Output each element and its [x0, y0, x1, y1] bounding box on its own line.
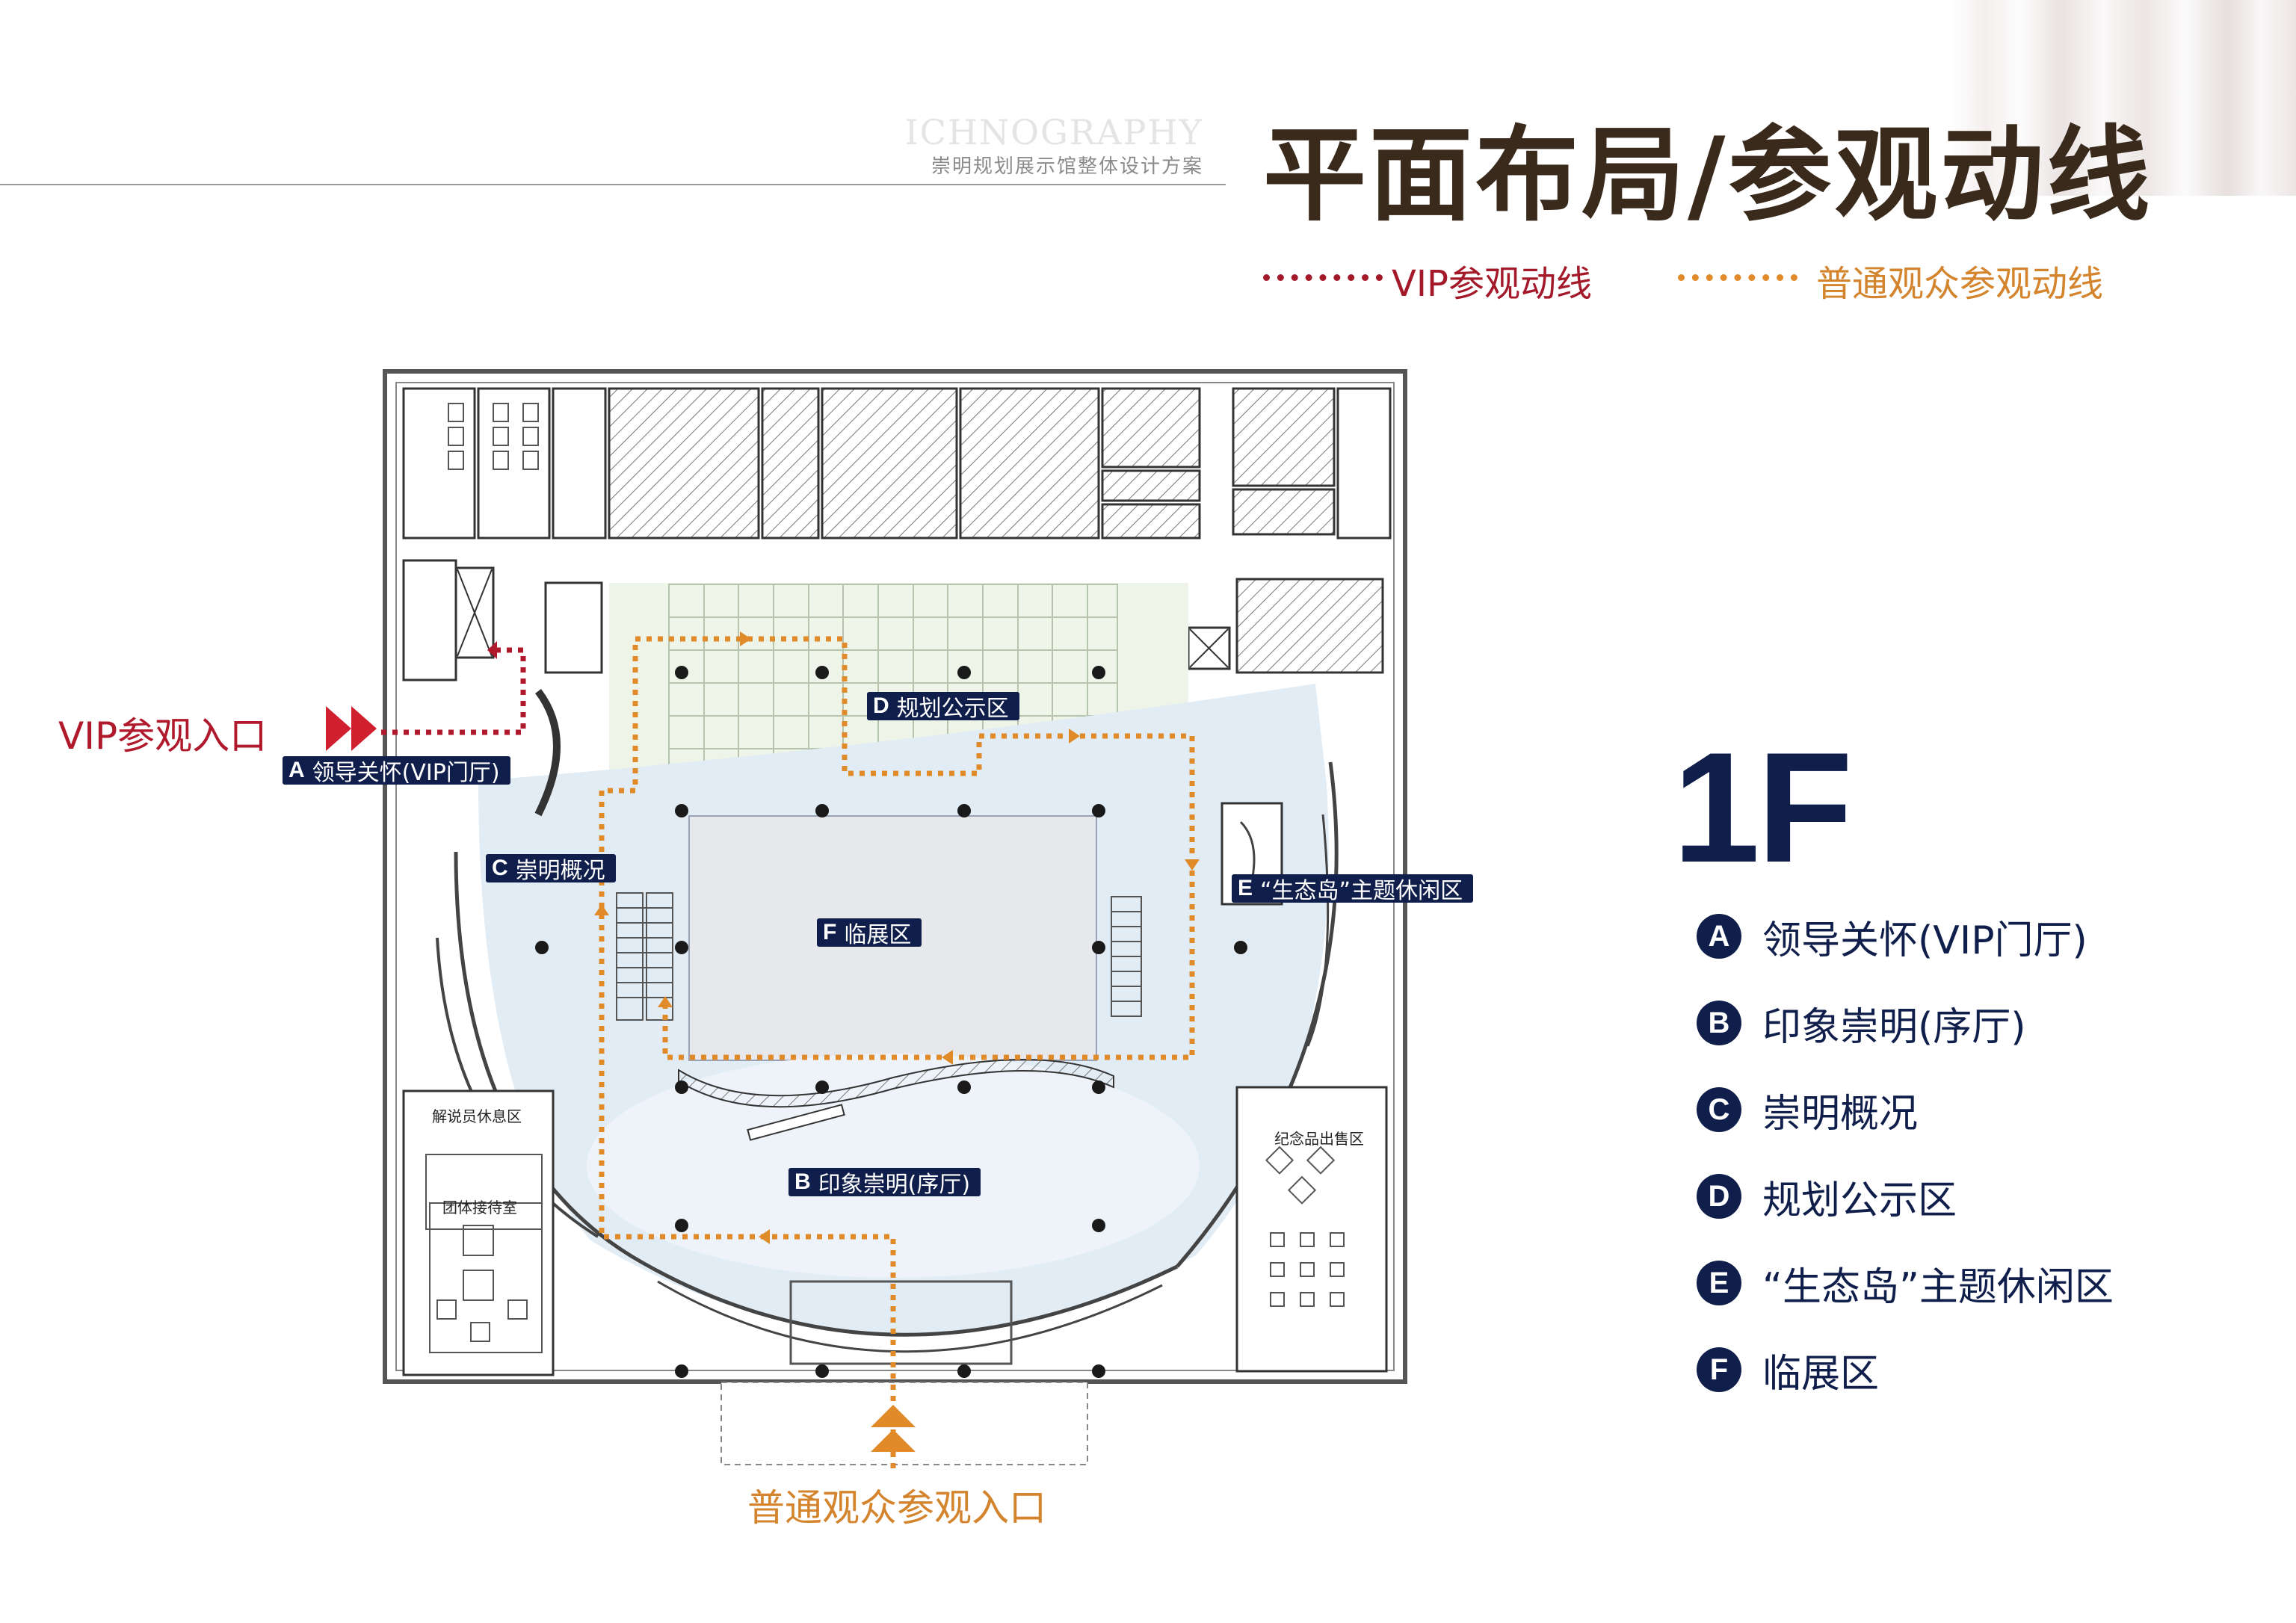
service-room	[1101, 469, 1201, 502]
key-badge: A	[1697, 914, 1741, 959]
vip-route	[381, 647, 526, 735]
key-item-e: E “生态岛”主题休闲区	[1697, 1257, 2114, 1310]
room-label-group-reception: 团体接待室	[442, 1199, 517, 1217]
watermark-text: ICHNOGRAPHY	[904, 112, 1203, 152]
key-item-c: C 崇明概况	[1697, 1083, 1919, 1137]
key-item-f: F 临展区	[1697, 1344, 1880, 1397]
east-stair	[1111, 896, 1142, 1017]
service-room	[1232, 488, 1336, 536]
legend-vip-label: VIP参观动线	[1392, 263, 1592, 305]
key-text: 崇明概况	[1762, 1091, 1919, 1137]
key-item-d: D 规划公示区	[1697, 1170, 1957, 1223]
header-rule	[0, 184, 1226, 185]
floor-label: 1F	[1673, 720, 1853, 895]
legend-general-label: 普通观众参观动线	[1816, 263, 2104, 305]
service-room	[1232, 387, 1336, 487]
key-badge: D	[1697, 1174, 1741, 1219]
service-room	[608, 387, 760, 540]
key-text: 临展区	[1762, 1351, 1880, 1397]
service-room	[1235, 578, 1384, 674]
page-title: 平面布局/参观动线	[1263, 115, 2153, 235]
key-badge: C	[1697, 1087, 1741, 1132]
service-room	[959, 387, 1100, 540]
escalators	[616, 892, 673, 1021]
curtain-decoration	[1951, 0, 2296, 196]
legend-general-line	[1678, 274, 1797, 281]
project-subtitle: 崇明规划展示馆整体设计方案	[931, 155, 1203, 178]
vip-entrance-arrow	[326, 706, 351, 751]
service-room	[821, 387, 958, 540]
general-entrance-arrow	[871, 1405, 916, 1427]
service-room	[761, 387, 820, 540]
general-entrance-label: 普通观众参观入口	[747, 1486, 1046, 1530]
room-label-souvenir: 纪念品出售区	[1274, 1130, 1364, 1148]
key-text: 规划公示区	[1762, 1178, 1957, 1223]
zone-tag-e: E“生态岛”主题休闲区	[1232, 874, 1474, 904]
service-room	[1101, 387, 1201, 469]
key-text: 印象崇明(序厅)	[1762, 1004, 2026, 1050]
key-text: 领导关怀(VIP门厅)	[1762, 918, 2087, 963]
key-item-b: B 印象崇明(序厅)	[1697, 997, 2026, 1050]
room-label-guide-lounge: 解说员休息区	[432, 1107, 522, 1125]
vip-entrance-label: VIP参观入口	[58, 714, 268, 758]
key-text: “生态岛”主题休闲区	[1762, 1264, 2114, 1310]
key-item-a: A 领导关怀(VIP门厅)	[1697, 910, 2087, 963]
key-badge: E	[1697, 1261, 1741, 1305]
service-room	[1101, 503, 1201, 540]
key-badge: F	[1697, 1347, 1741, 1392]
key-badge: B	[1697, 1001, 1741, 1045]
legend-vip-line	[1263, 274, 1383, 281]
columns	[535, 666, 1247, 1378]
general-route	[599, 636, 1195, 1468]
